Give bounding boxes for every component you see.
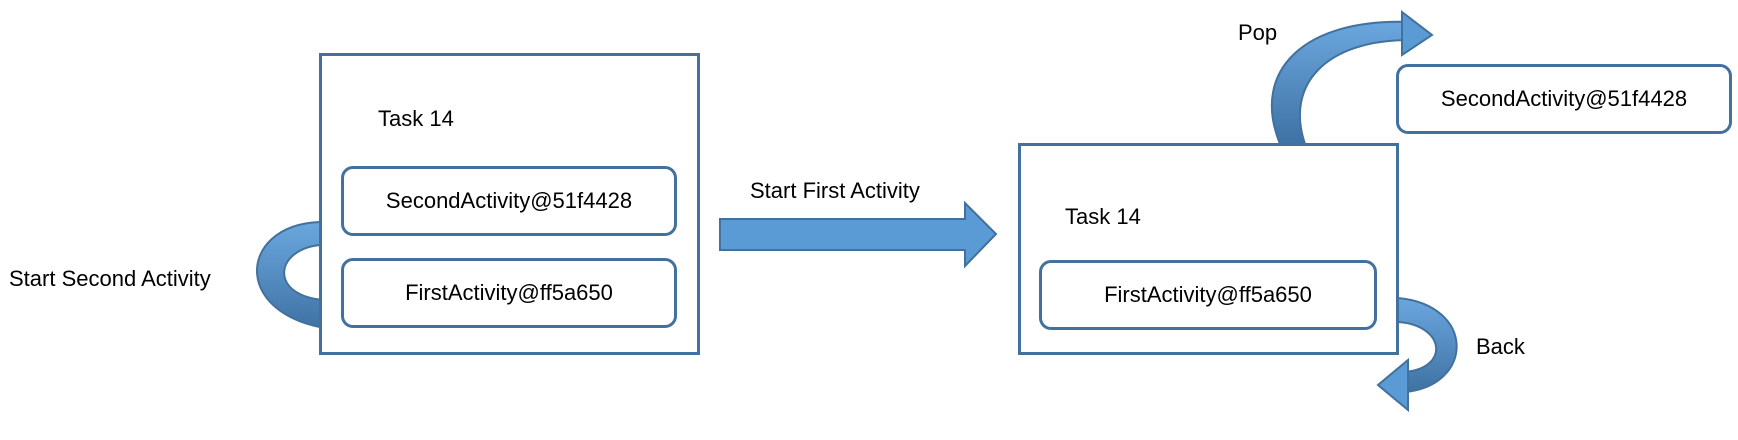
pop-arrow	[1270, 9, 1434, 145]
right-task-title: Task 14	[1065, 204, 1141, 229]
left-second-activity-label: SecondActivity@51f4428	[385, 188, 633, 213]
start-second-activity-label: Start Second Activity	[9, 266, 211, 291]
left-first-activity-label: FirstActivity@ff5a650	[405, 280, 613, 305]
right-first-activity-label: FirstActivity@ff5a650	[1104, 282, 1312, 307]
start-first-activity-label: Start First Activity	[750, 178, 920, 203]
pop-label: Pop	[1238, 20, 1278, 45]
popped-second-activity-box: SecondActivity@51f4428	[1396, 64, 1732, 134]
left-second-activity-box: SecondActivity@51f4428	[341, 166, 677, 236]
start-first-activity-arrow	[719, 200, 998, 269]
popped-second-activity-label: SecondActivity@51f4428	[1440, 86, 1688, 111]
back-label: Back	[1476, 334, 1525, 359]
right-first-activity-box: FirstActivity@ff5a650	[1039, 260, 1377, 330]
left-first-activity-box: FirstActivity@ff5a650	[341, 258, 677, 328]
back-arrow	[1376, 296, 1458, 413]
left-task-title: Task 14	[378, 106, 454, 131]
